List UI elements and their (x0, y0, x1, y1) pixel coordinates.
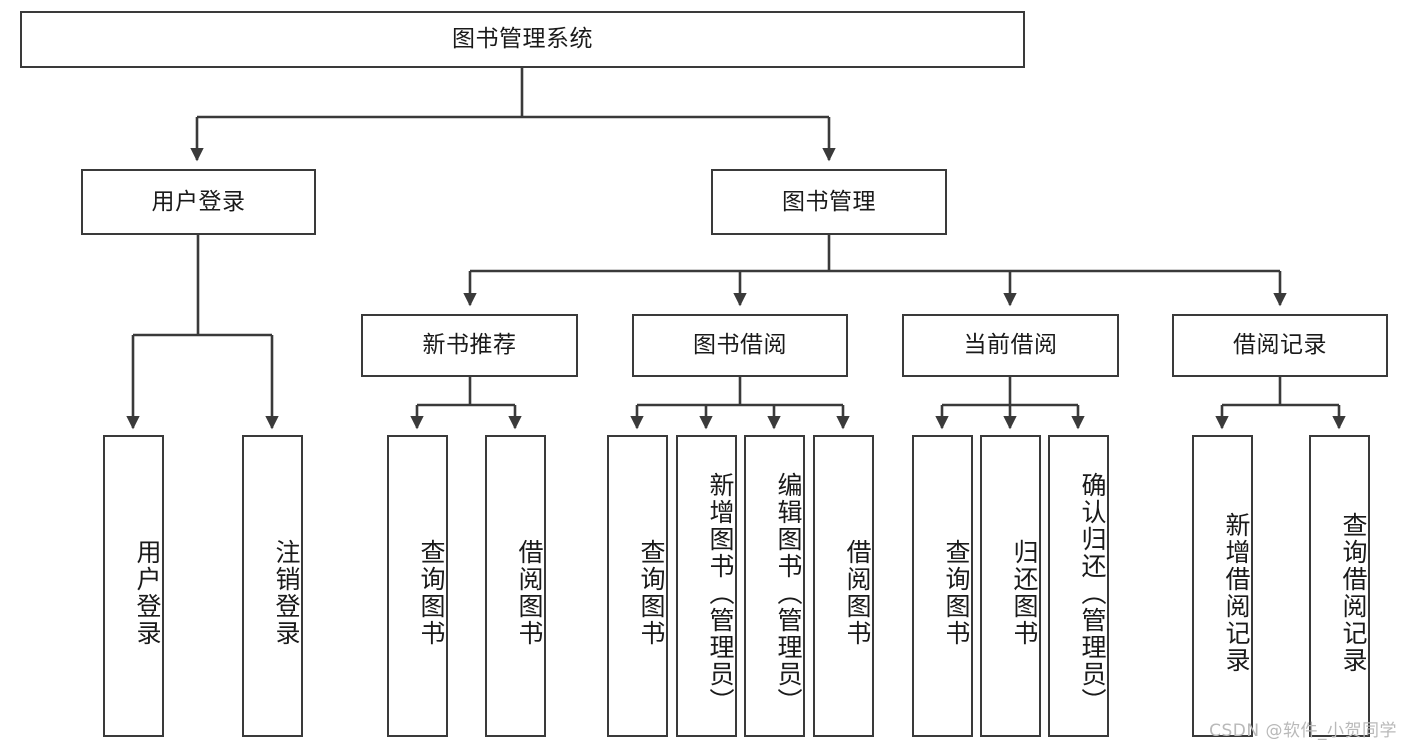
leaf-confirm-return[interactable]: 确认归还（管理员） (1048, 435, 1109, 737)
node-label: 用户登录 (133, 539, 162, 647)
node-root-book-management-system[interactable]: 图书管理系统 (20, 11, 1025, 68)
node-label: 借阅图书 (843, 539, 872, 647)
node-label: 归还图书 (1010, 539, 1039, 647)
node-user-login[interactable]: 用户登录 (81, 169, 316, 235)
node-current-borrow[interactable]: 当前借阅 (902, 314, 1119, 377)
node-label: 查询借阅记录 (1339, 512, 1368, 674)
leaf-logout[interactable]: 注销登录 (242, 435, 303, 737)
leaf-query-book-recommend[interactable]: 查询图书 (387, 435, 448, 737)
leaf-query-book-current[interactable]: 查询图书 (912, 435, 973, 737)
node-label: 图书借阅 (693, 332, 787, 359)
node-label: 查询图书 (637, 539, 666, 647)
node-label: 图书管理 (782, 188, 876, 215)
node-label: 注销登录 (272, 539, 301, 647)
node-label: 查询图书 (942, 539, 971, 647)
node-book-management[interactable]: 图书管理 (711, 169, 947, 235)
node-label: 新增借阅记录 (1222, 512, 1251, 674)
watermark-csdn: CSDN @软件_小贺同学 (1209, 721, 1397, 741)
node-label: 编辑图书（管理员） (774, 471, 803, 715)
node-label: 借阅记录 (1233, 332, 1327, 359)
node-label: 查询图书 (417, 539, 446, 647)
leaf-return-book[interactable]: 归还图书 (980, 435, 1041, 737)
leaf-add-borrow-record[interactable]: 新增借阅记录 (1192, 435, 1253, 737)
leaf-borrow-book[interactable]: 借阅图书 (813, 435, 874, 737)
node-label: 借阅图书 (515, 539, 544, 647)
node-label: 当前借阅 (963, 332, 1058, 359)
leaf-borrow-book-recommend[interactable]: 借阅图书 (485, 435, 546, 737)
node-borrow-record[interactable]: 借阅记录 (1172, 314, 1388, 377)
node-label: 图书管理系统 (452, 26, 593, 53)
leaf-query-borrow-record[interactable]: 查询借阅记录 (1309, 435, 1370, 737)
node-label: 新书推荐 (422, 332, 517, 359)
node-book-borrow[interactable]: 图书借阅 (632, 314, 848, 377)
node-label: 新增图书（管理员） (706, 471, 735, 715)
leaf-edit-book[interactable]: 编辑图书（管理员） (744, 435, 805, 737)
node-label: 用户登录 (151, 188, 246, 215)
node-label: 确认归还（管理员） (1078, 471, 1107, 715)
leaf-user-login[interactable]: 用户登录 (103, 435, 164, 737)
leaf-query-book-borrow[interactable]: 查询图书 (607, 435, 668, 737)
leaf-add-book[interactable]: 新增图书（管理员） (676, 435, 737, 737)
node-new-book-recommend[interactable]: 新书推荐 (361, 314, 578, 377)
